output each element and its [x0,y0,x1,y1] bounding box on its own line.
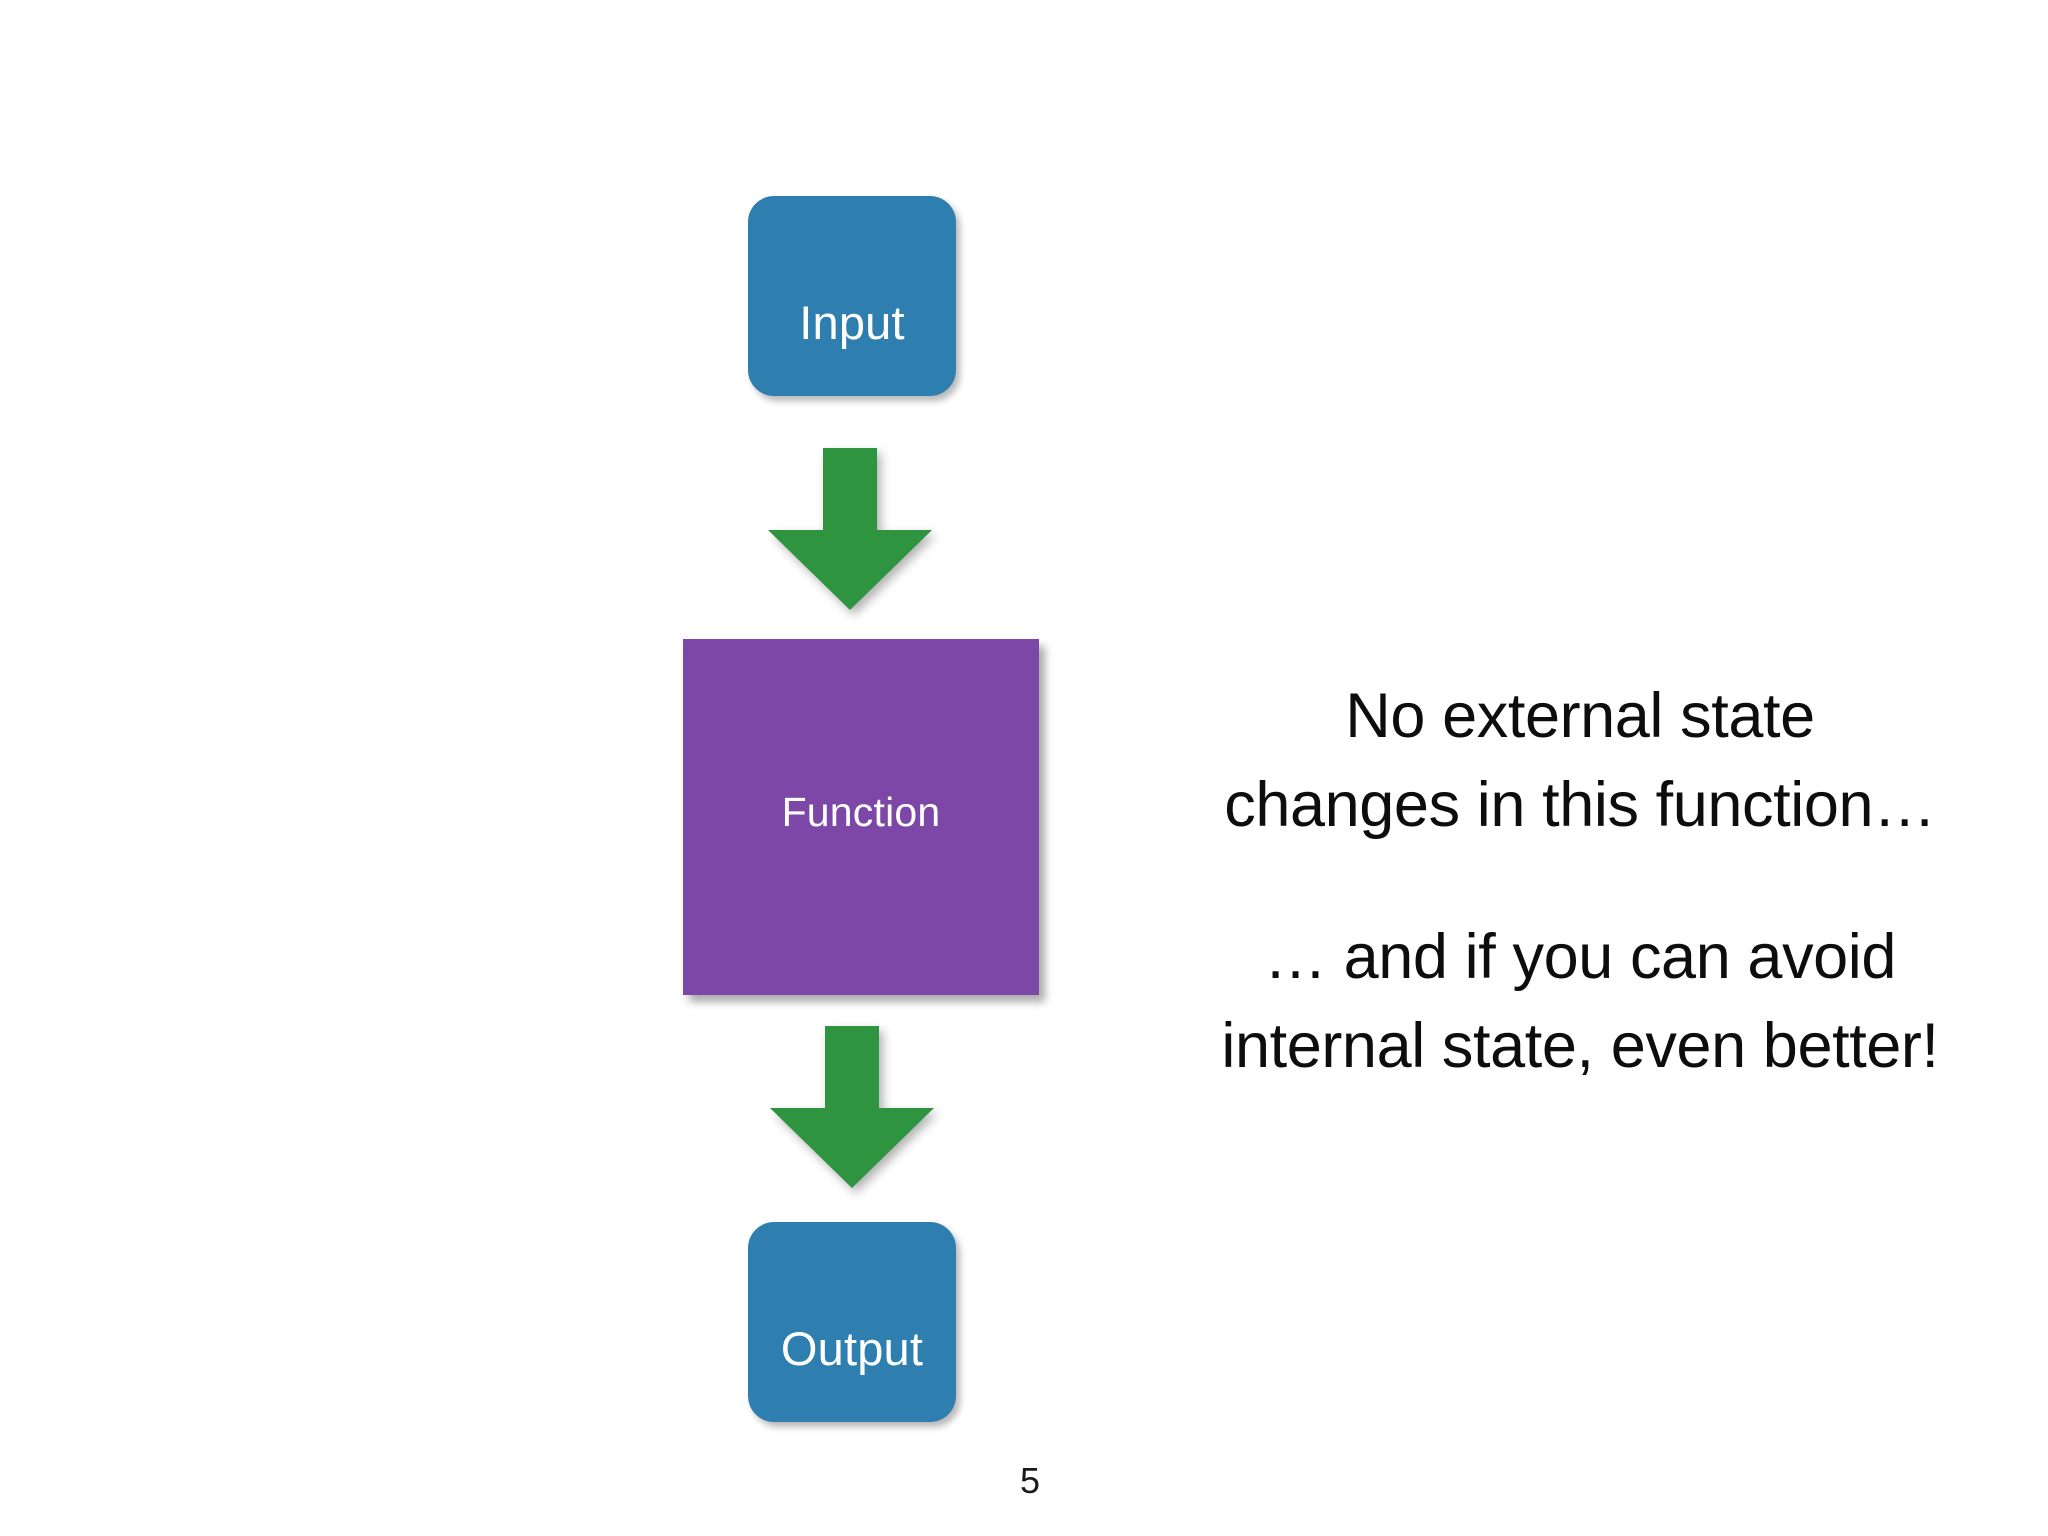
notes-block: No external state changes in this functi… [1140,672,2020,1092]
diagram-node-input[interactable]: Input [748,196,956,396]
notes-paragraph-1-line-1: No external state [1345,681,1815,751]
notes-paragraph-2: … and if you can avoid internal state, e… [1140,913,2020,1092]
notes-paragraph-1-line-2: changes in this function… [1224,770,1936,841]
notes-paragraph-2-line-1: … and if you can avoid [1263,921,1897,992]
notes-paragraph-spacer [1140,851,2020,913]
arrow-down-icon-input-to-function [768,448,932,610]
diagram-node-input-label: Input [799,295,905,349]
arrow-down-icon-function-to-output [770,1026,934,1188]
diagram-node-output-label: Output [780,1321,924,1375]
diagram-node-function-label: Function [781,788,941,835]
diagram-node-function[interactable]: Function [683,639,1039,995]
notes-paragraph-1: No external state changes in this functi… [1140,672,2020,851]
page-number: 5 [1019,1460,1041,1501]
notes-paragraph-2-line-2: internal state, even better! [1221,1011,1939,1082]
diagram-node-output[interactable]: Output [748,1222,956,1422]
